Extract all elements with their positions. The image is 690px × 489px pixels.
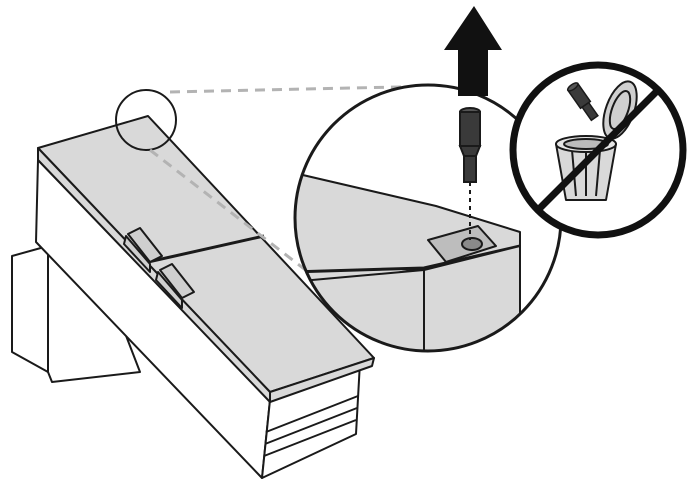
lid-seam — [147, 234, 265, 264]
small-pin-icon — [566, 82, 599, 122]
corner-callout — [115, 89, 177, 151]
pin-icon — [458, 107, 482, 183]
storage-box — [35, 89, 375, 479]
support-stand — [11, 245, 141, 383]
lid-hinges — [123, 227, 195, 309]
up-arrow-icon — [444, 6, 502, 96]
no-discard-icon — [509, 61, 687, 239]
